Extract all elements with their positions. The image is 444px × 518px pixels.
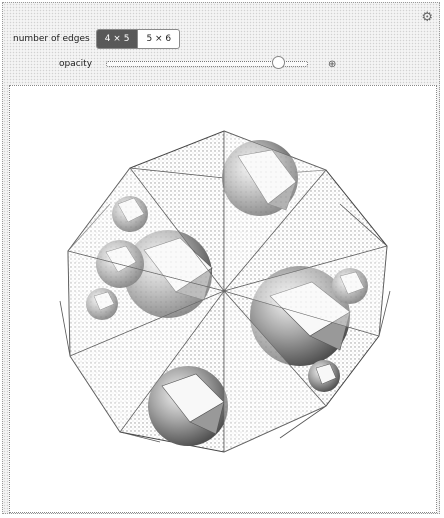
plus-icon[interactable]: ⊕	[328, 58, 337, 70]
opacity-slider-thumb[interactable]	[272, 56, 286, 69]
opacity-label: opacity	[59, 59, 93, 69]
sphere-bottom	[148, 366, 228, 446]
edges-control: number of edges 4 × 5 5 × 6	[13, 29, 181, 49]
edges-option-5x6[interactable]: 5 × 6	[146, 34, 172, 44]
edges-setter: 4 × 5 5 × 6	[95, 29, 181, 49]
edges-option-4x5[interactable]: 4 × 5	[96, 30, 139, 48]
opacity-slider[interactable]	[106, 56, 309, 69]
front-faces	[67, 130, 388, 453]
polyhedron-graphic	[59, 130, 391, 453]
sphere-right-lower	[308, 360, 340, 392]
manipulate-panel: ⚙ number of edges 4 × 5 5 × 6 opacity ⊕	[2, 2, 440, 514]
edges-label: number of edges	[13, 34, 90, 44]
gear-icon[interactable]: ⚙	[421, 10, 433, 25]
opacity-control: opacity ⊕	[59, 55, 336, 73]
graphic-area[interactable]	[9, 85, 437, 513]
